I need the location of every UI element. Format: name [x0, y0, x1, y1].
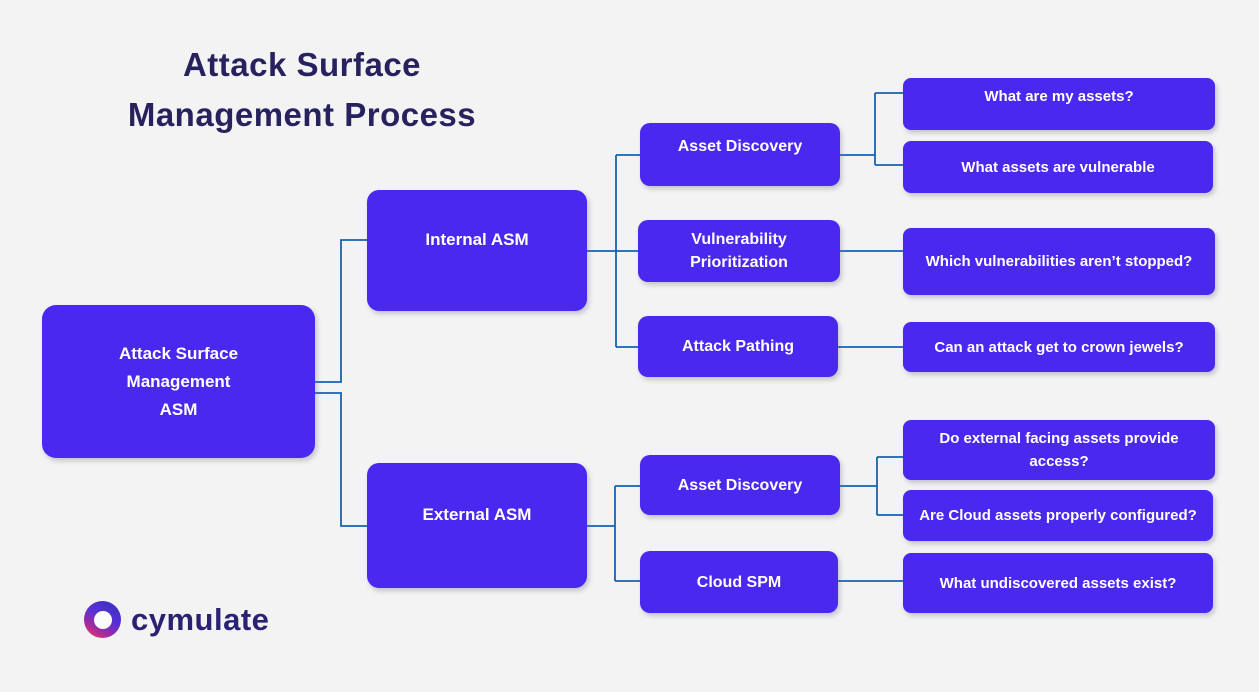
- node-root-attack-surface-management: Attack Surface Management ASM: [42, 305, 315, 458]
- leaf-what-undiscovered-assets-exist: What undiscovered assets exist?: [903, 553, 1213, 613]
- node-attack-pathing: Attack Pathing: [638, 316, 838, 377]
- connector-internal-to-children: [587, 154, 640, 348]
- connector-int-asset-discovery-to-questions: [840, 92, 903, 166]
- external-asset-discovery-label: Asset Discovery: [677, 476, 803, 494]
- node-external-asset-discovery: Asset Discovery: [640, 455, 840, 515]
- leaf-which-vulnerabilities-arent-stopped: Which vulnerabilities aren’t stopped?: [903, 228, 1215, 295]
- leaf-do-external-facing-assets-provide-access: Do external facing assets provide access…: [903, 420, 1215, 480]
- external-asm-label: External ASM: [422, 504, 532, 524]
- connector-external-to-children: [587, 485, 640, 582]
- connector-ext-asset-discovery-to-questions: [840, 456, 903, 516]
- vulnerability-prioritization-label: Vulnerability Prioritization: [690, 231, 788, 271]
- page-title-line-1: Attack Surface: [182, 46, 422, 83]
- node-external-asm: External ASM: [367, 463, 587, 588]
- root-label-line-3: ASM: [159, 399, 198, 419]
- leaf-label: What are my assets?: [984, 87, 1134, 105]
- internal-asset-discovery-label: Asset Discovery: [677, 138, 803, 155]
- cymulate-logo-icon: [84, 601, 121, 638]
- root-label-line-1: Attack Surface: [118, 343, 239, 363]
- leaf-what-assets-are-vulnerable: What assets are vulnerable: [903, 141, 1213, 193]
- leaf-label: What assets are vulnerable: [961, 158, 1155, 176]
- leaf-label: Are Cloud assets properly configured?: [919, 507, 1197, 524]
- node-internal-asset-discovery: Asset Discovery: [640, 123, 840, 186]
- page-title: Attack Surface Management Process: [92, 40, 512, 140]
- node-vulnerability-prioritization: Vulnerability Prioritization: [638, 220, 840, 282]
- leaf-label: Which vulnerabilities aren’t stopped?: [925, 253, 1193, 270]
- connector-root-to-external: [315, 392, 367, 527]
- cymulate-logo-text: cymulate: [131, 601, 270, 637]
- leaf-label: Do external facing assets provide access…: [939, 430, 1179, 470]
- node-cloud-spm: Cloud SPM: [640, 551, 838, 613]
- cymulate-logo: cymulate: [84, 601, 269, 638]
- connector-root-to-internal: [315, 239, 367, 383]
- cloud-spm-label: Cloud SPM: [696, 573, 782, 591]
- leaf-can-attack-get-to-crown-jewels: Can an attack get to crown jewels?: [903, 322, 1215, 372]
- leaf-label: Can an attack get to crown jewels?: [934, 338, 1184, 356]
- node-internal-asm: Internal ASM: [367, 190, 587, 311]
- root-label-line-2: Management: [126, 371, 231, 391]
- page-title-line-2: Management Process: [127, 96, 477, 133]
- attack-pathing-label: Attack Pathing: [681, 338, 794, 355]
- internal-asm-label: Internal ASM: [425, 229, 529, 249]
- leaf-what-are-my-assets: What are my assets?: [903, 78, 1215, 130]
- leaf-label: What undiscovered assets exist?: [939, 574, 1177, 592]
- leaf-are-cloud-assets-properly-configured: Are Cloud assets properly configured?: [903, 490, 1213, 541]
